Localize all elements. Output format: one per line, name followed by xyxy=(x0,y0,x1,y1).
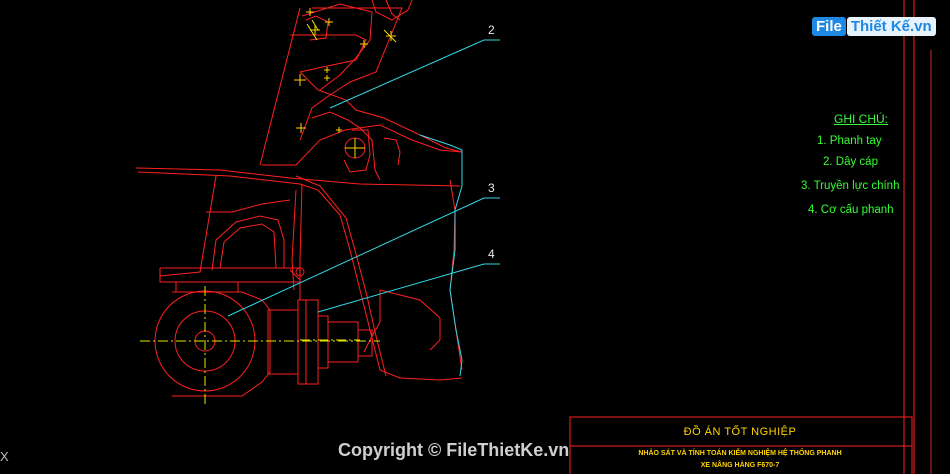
callout-4: 4 xyxy=(488,247,495,261)
drawing-frame xyxy=(903,0,932,474)
title-block-line-1: NHẢO SÁT VÀ TÍNH TOÁN KIỂM NGHIỆM HỆ THỐ… xyxy=(638,450,842,457)
note-item-3: 3. Truyền lực chính xyxy=(801,180,900,192)
leader-lines xyxy=(227,39,500,317)
truck-body xyxy=(135,167,463,381)
center-marks xyxy=(294,8,396,158)
drive-axle xyxy=(154,267,373,397)
centerlines xyxy=(140,286,380,406)
title-block-frame xyxy=(569,416,913,474)
callout-2: 2 xyxy=(488,23,495,37)
hand-brake-lever xyxy=(259,0,463,181)
logo-file-part: File xyxy=(812,16,846,36)
brake-cable xyxy=(419,134,463,377)
site-logo: File Thiết Kế.vn xyxy=(812,14,936,38)
logo-name-part: Thiết Kế.vn xyxy=(846,16,936,36)
callout-3: 3 xyxy=(488,181,495,195)
title-block-heading: ĐỒ ÁN TỐT NGHIỆP xyxy=(683,426,797,438)
note-item-2: 2. Dây cáp xyxy=(823,156,878,168)
note-item-1: 1. Phanh tay xyxy=(817,135,882,147)
title-block-line-2: XE NÂNG HÀNG F670-7 xyxy=(700,462,780,469)
note-item-4: 4. Cơ cấu phanh xyxy=(808,204,894,216)
copyright-watermark: Copyright © FileThietKe.vn xyxy=(338,440,570,460)
ucs-axis-marker: X xyxy=(0,449,9,464)
notes-title: GHI CHÚ: xyxy=(834,112,888,126)
